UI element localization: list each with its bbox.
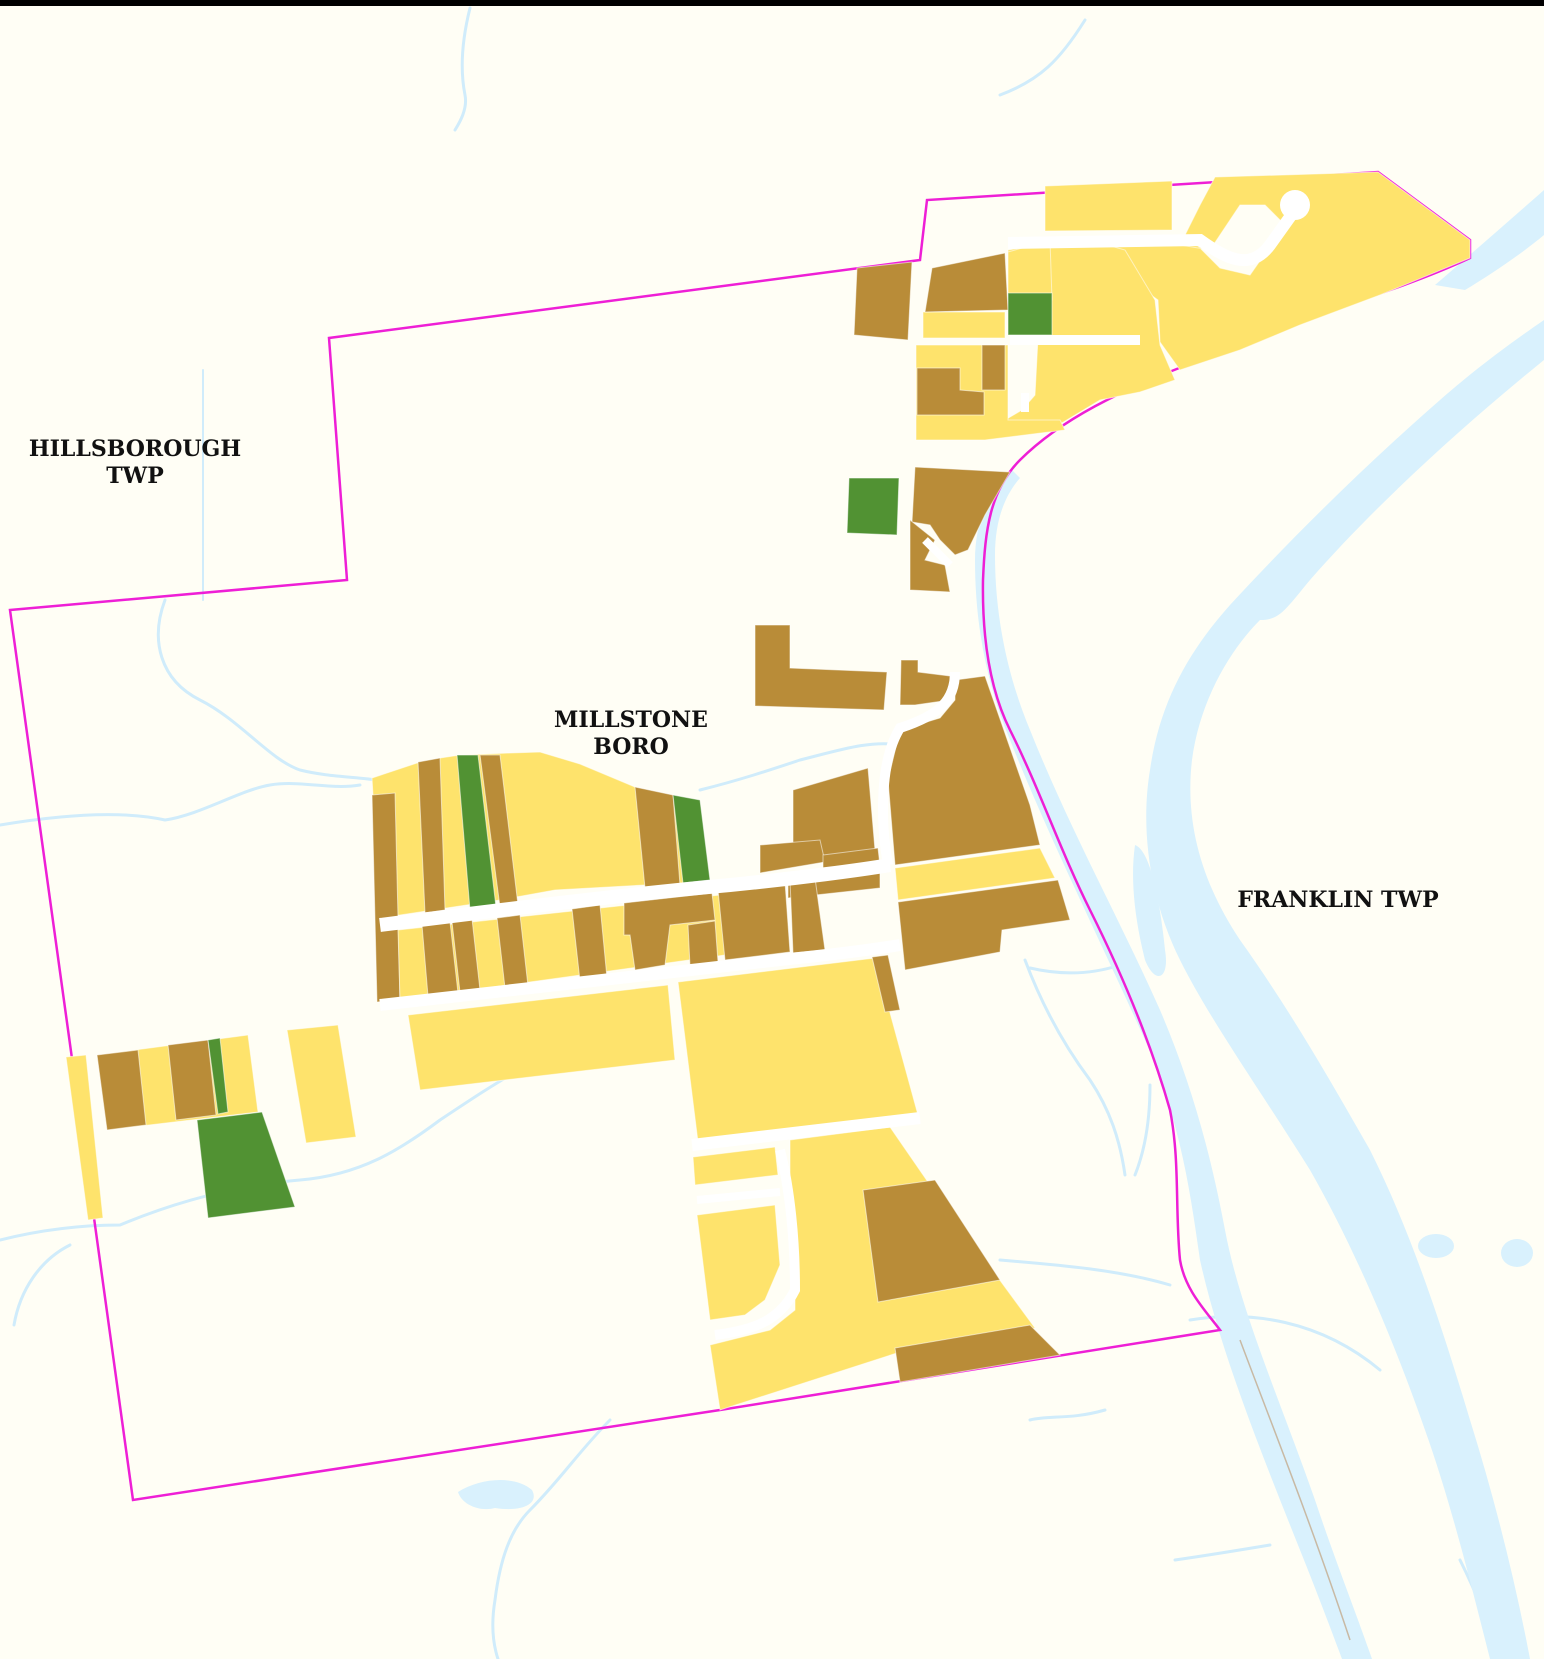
stream-line (1023, 958, 1127, 1177)
stream-line (1173, 1543, 1272, 1562)
cul-de-sac (1280, 190, 1310, 220)
pond (1418, 1234, 1454, 1258)
millstone-river (975, 190, 1544, 1659)
label-franklin: FRANKLIN TWP (1237, 887, 1438, 913)
stream-line (1028, 963, 1122, 975)
parcel-residential (407, 984, 676, 1091)
road (696, 1188, 781, 1204)
parcel-residential (692, 1146, 779, 1186)
parcel-residential (286, 1024, 357, 1144)
parcel-commercial (887, 675, 1041, 866)
canal-towpath (1239, 1339, 1351, 1641)
parcel-residential (1044, 180, 1173, 232)
pond (1501, 1239, 1533, 1267)
stream-line (0, 782, 362, 827)
road (714, 1148, 801, 1340)
parcel-commercial (167, 1039, 217, 1121)
parcel-commercial (981, 344, 1006, 391)
stream-line (12, 1243, 72, 1327)
roads (379, 190, 1310, 1340)
top-bar (0, 0, 1544, 6)
parcel-public (1007, 292, 1053, 336)
road (691, 1112, 921, 1151)
parcels (65, 171, 1471, 1411)
parcel-commercial (862, 1179, 1001, 1303)
parcel-commercial (897, 879, 1071, 971)
stream-line (698, 742, 902, 792)
parcel-commercial (96, 1049, 147, 1131)
label-millstone-boro: BORO (593, 734, 669, 760)
stream-line (453, 6, 472, 132)
road (922, 537, 953, 568)
pond (1133, 845, 1166, 977)
pond (458, 1480, 534, 1510)
parcel-commercial (371, 792, 401, 1003)
river-channel-upper (1435, 190, 1544, 290)
stream-line (157, 598, 422, 792)
road (878, 671, 960, 866)
parcel-commercial (853, 261, 913, 341)
stream-line (0, 1068, 522, 1242)
road (1007, 206, 1300, 267)
parcel-public (207, 1037, 229, 1115)
parcel-public (846, 477, 900, 536)
parcel-commercial (717, 881, 791, 961)
parcel-residential (894, 847, 1056, 901)
stream-line (491, 1418, 612, 1659)
stream-line (998, 1258, 1172, 1287)
parcel-commercial (687, 920, 719, 967)
parcel-public (196, 1111, 296, 1219)
map-labels: HILLSBOROUGH TWP MILLSTONE BORO FRANKLIN… (29, 436, 1439, 913)
label-hillsborough-twp: TWP (106, 463, 164, 489)
parcel-commercial (871, 954, 901, 1013)
parcel-residential (65, 1054, 104, 1221)
parcel-commercial (911, 466, 1011, 556)
road (379, 858, 892, 932)
stream-line (998, 18, 1087, 97)
parcel-commercial (754, 624, 888, 711)
road (379, 939, 901, 1011)
ponds (458, 845, 1533, 1510)
label-hillsborough: HILLSBOROUGH (29, 436, 241, 462)
parcel-commercial (894, 1324, 1062, 1383)
parcel-commercial (623, 892, 716, 971)
stream-line (1133, 1083, 1152, 1177)
parcel-residential (922, 311, 1006, 339)
stream-line (1028, 1408, 1107, 1422)
stream-line (1188, 1315, 1382, 1372)
river-channel (1146, 320, 1544, 1659)
parcel-residential (696, 1204, 781, 1321)
label-millstone: MILLSTONE (554, 707, 708, 733)
canal-channel (975, 470, 1372, 1659)
parcel-commercial (916, 367, 985, 416)
